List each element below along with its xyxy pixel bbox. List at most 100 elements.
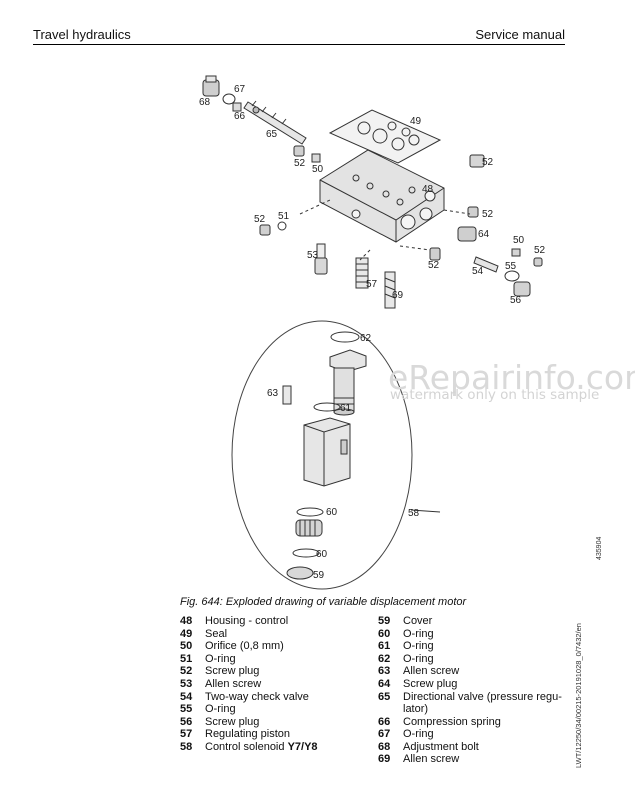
screw-plug-52d bbox=[259, 224, 271, 236]
o-ring-60b bbox=[292, 548, 320, 558]
callout-56: 56 bbox=[510, 295, 522, 306]
legend-text: Screw plug bbox=[205, 715, 260, 728]
legend-text: O-ring bbox=[403, 640, 434, 653]
control-solenoid-58-outline bbox=[231, 320, 413, 590]
legend-number: 63 bbox=[378, 665, 391, 678]
screw-plug-52b bbox=[469, 154, 485, 168]
callout-53: 53 bbox=[307, 250, 319, 261]
callout-55: 55 bbox=[505, 261, 517, 272]
orifice-50b bbox=[511, 248, 521, 257]
legend-text: Cover bbox=[403, 615, 433, 627]
adjustment-bolt-68 bbox=[202, 75, 220, 97]
legend-text: Control solenoid Y7/Y8 bbox=[205, 740, 318, 753]
callout-62: 62 bbox=[360, 333, 372, 344]
allen-screw-63 bbox=[282, 385, 292, 405]
housing-48 bbox=[319, 149, 445, 243]
legend-text: O-ring bbox=[403, 652, 434, 665]
legend-text: O-ring bbox=[205, 652, 236, 665]
callout-60-a: 60 bbox=[326, 507, 338, 518]
legend-item: 58 Control solenoid Y7/Y8 bbox=[180, 741, 380, 754]
legend-text: Screw plug bbox=[403, 677, 458, 690]
legend-item: 49 Seal bbox=[180, 628, 380, 641]
legend-number: 58 bbox=[180, 740, 193, 753]
solenoid-top bbox=[329, 349, 367, 416]
legend-text: O-ring bbox=[403, 627, 434, 640]
callout-61: 61 bbox=[340, 403, 352, 414]
legend-item: 59 Cover bbox=[378, 615, 568, 628]
legend-number: 65 bbox=[378, 690, 391, 703]
screw-plug-56 bbox=[513, 281, 531, 297]
legend-item: 61 O-ring bbox=[378, 640, 568, 653]
legend-item: 68 Adjustment bolt bbox=[378, 741, 568, 754]
legend-number: 66 bbox=[378, 715, 391, 728]
legend-item: 69 Allen screw bbox=[378, 753, 568, 766]
legend-number: 57 bbox=[180, 728, 193, 741]
o-ring-61 bbox=[313, 402, 341, 412]
legend-number: 61 bbox=[378, 640, 391, 653]
callout-54: 54 bbox=[472, 266, 484, 277]
legend-number: 53 bbox=[180, 677, 193, 690]
figure-caption: Fig. 644: Exploded drawing of variable d… bbox=[180, 596, 467, 608]
watermark-main: eRepairinfo.com bbox=[388, 358, 635, 397]
regulating-piston-57 bbox=[355, 257, 369, 289]
legend-number: 51 bbox=[180, 652, 193, 665]
legend-text: Orifice (0,8 mm) bbox=[205, 640, 284, 653]
callout-50-a: 50 bbox=[312, 164, 324, 175]
legend-number: 64 bbox=[378, 677, 391, 690]
legend-text: Seal bbox=[205, 627, 228, 640]
legend-number: 67 bbox=[378, 728, 391, 741]
callout-51: 51 bbox=[278, 211, 290, 222]
legend-text: Adjustment bolt bbox=[403, 740, 479, 753]
document-code: LWT/12250/34/00215-20191028_0/7432/en bbox=[574, 623, 583, 768]
legend-number: 56 bbox=[180, 715, 193, 728]
legend-number: 69 bbox=[378, 753, 391, 766]
legend-number: 50 bbox=[180, 640, 193, 653]
legend-item: 51 O-ring bbox=[180, 653, 380, 666]
screw-plug-52a bbox=[293, 145, 305, 157]
callout-59: 59 bbox=[313, 570, 325, 581]
callout-64: 64 bbox=[478, 229, 490, 240]
o-ring-51 bbox=[277, 221, 287, 231]
legend-text: Screw plug bbox=[205, 665, 260, 678]
legend-text: Compression spring bbox=[403, 715, 501, 728]
callout-67: 67 bbox=[234, 84, 246, 95]
legend-item: 56 Screw plug bbox=[180, 716, 380, 729]
callout-66: 66 bbox=[234, 111, 246, 122]
o-ring-60a bbox=[296, 507, 324, 517]
legend-item: 64 Screw plug bbox=[378, 678, 568, 691]
callout-50-b: 50 bbox=[513, 235, 525, 246]
legend-text: Allen screw bbox=[403, 753, 460, 766]
callout-52-b: 52 bbox=[482, 157, 494, 168]
callout-69: 69 bbox=[392, 290, 404, 301]
legend-text: Allen screw bbox=[205, 677, 262, 690]
legend-number: 49 bbox=[180, 627, 193, 640]
callout-labels: 67 68 66 65 49 52 50 52 48 51 52 52 64 5… bbox=[199, 84, 546, 581]
orifice-50a bbox=[311, 153, 321, 163]
legend-item: 53 Allen screw bbox=[180, 678, 380, 691]
o-ring-62 bbox=[330, 331, 360, 343]
legend-number: 68 bbox=[378, 740, 391, 753]
legend-text: O-ring bbox=[403, 728, 434, 741]
seal-49 bbox=[328, 109, 442, 164]
legend-item: 65 Directional valve (pressure regu-lator… bbox=[378, 691, 568, 716]
callout-52-e: 52 bbox=[534, 245, 546, 256]
legend-item: 67 O-ring bbox=[378, 728, 568, 741]
nut-ring bbox=[295, 519, 323, 537]
cover-59 bbox=[286, 566, 314, 580]
callout-52-a: 52 bbox=[294, 158, 306, 169]
manual-title: Service manual bbox=[475, 27, 565, 42]
callout-57: 57 bbox=[366, 279, 378, 290]
legend-number: 59 bbox=[378, 615, 391, 627]
directional-valve-65 bbox=[243, 100, 307, 145]
legend-text: Allen screw bbox=[403, 665, 460, 678]
callout-52-d: 52 bbox=[482, 209, 494, 220]
screw-plug-52f bbox=[429, 247, 441, 261]
callout-63: 63 bbox=[267, 388, 279, 399]
legend-text: Directional valve (pressure regu-lator) bbox=[403, 690, 562, 715]
solenoid-housing bbox=[303, 417, 351, 487]
